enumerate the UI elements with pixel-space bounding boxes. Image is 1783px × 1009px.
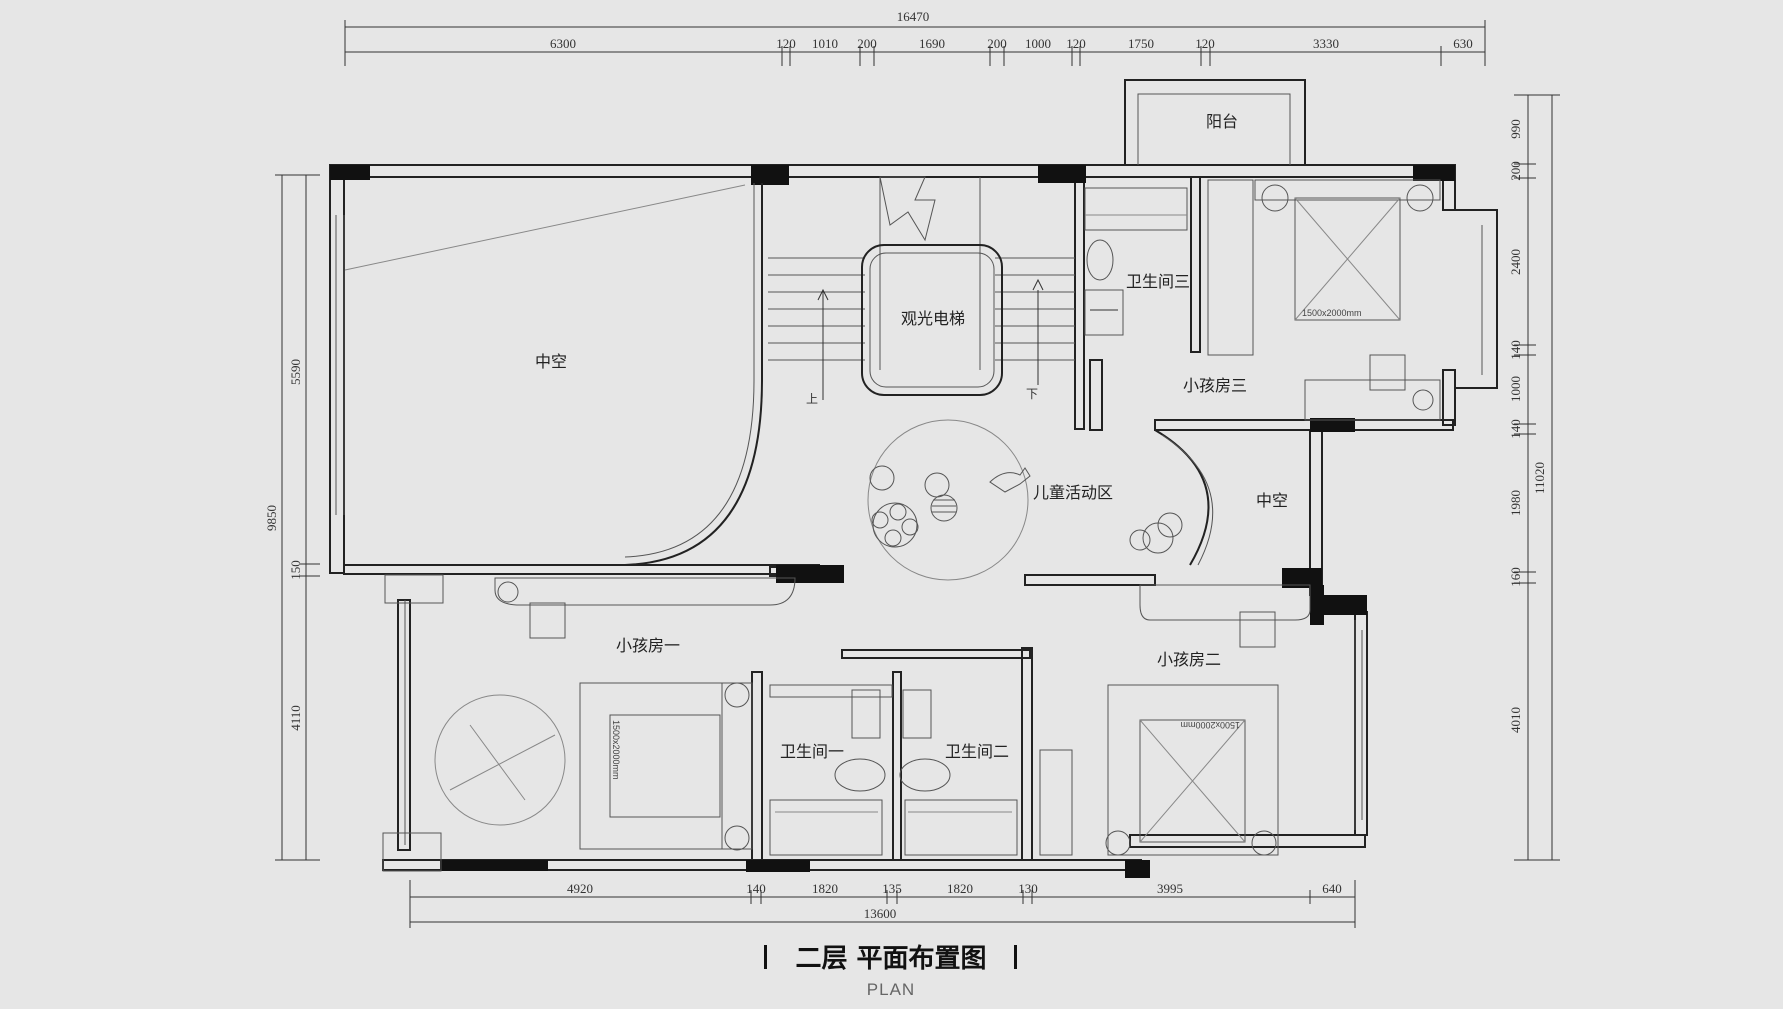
dim-bottom-6: 3995 — [1157, 881, 1183, 896]
room-labels: 中空 观光电梯 上 下 儿童活动区 阳台 卫生间三 小孩房三 中空 小孩房一 小… — [535, 112, 1288, 761]
label-stair-up: 上 — [806, 392, 818, 406]
bed1-label: 1500x2000mm — [611, 720, 621, 780]
label-kids1: 小孩房一 — [616, 636, 680, 655]
dim-top-4: 1690 — [919, 36, 945, 51]
dim-top-total: 16470 — [897, 9, 930, 24]
dim-left-total: 9850 — [264, 505, 279, 531]
dim-bottom-total: 13600 — [864, 906, 897, 921]
kids1-furniture: 1500x2000mm — [434, 577, 796, 851]
dimension-right: 11020 990 200 2400 140 1000 140 1980 160… — [1508, 94, 1560, 861]
dim-bottom-0: 4920 — [567, 881, 593, 896]
dim-right-3: 140 — [1508, 340, 1523, 360]
dimension-top: 16470 6300 120 1010 200 1690 200 1000 12… — [344, 9, 1486, 66]
dim-right-0: 990 — [1508, 119, 1523, 139]
dim-top-0: 6300 — [550, 36, 576, 51]
stairs — [768, 176, 1075, 400]
dim-right-2: 2400 — [1508, 249, 1523, 275]
dim-bottom-1: 140 — [746, 881, 766, 896]
title-text: 二层 平面布置图 — [795, 944, 986, 974]
dim-right-total: 11020 — [1532, 462, 1547, 494]
dim-top-7: 120 — [1066, 36, 1086, 51]
dim-bottom-3: 135 — [882, 881, 902, 896]
dim-right-8: 4010 — [1508, 707, 1523, 733]
dimension-bottom: 4920 140 1820 135 1820 130 3995 640 1360… — [409, 880, 1356, 928]
bed2-label: 1500x2000mm — [1180, 720, 1240, 730]
dim-bottom-4: 1820 — [947, 881, 973, 896]
bath3-fixtures — [1084, 187, 1188, 336]
dim-right-7: 160 — [1508, 567, 1523, 587]
dim-top-1: 120 — [776, 36, 796, 51]
bed3-label: 1500x2000mm — [1302, 308, 1362, 318]
dim-top-2: 1010 — [812, 36, 838, 51]
dim-top-6: 1000 — [1025, 36, 1051, 51]
dim-top-9: 120 — [1195, 36, 1215, 51]
dim-bottom-2: 1820 — [812, 881, 838, 896]
label-stair-down: 下 — [1026, 387, 1038, 401]
label-bath1: 卫生间一 — [780, 742, 844, 761]
play-furniture — [867, 419, 1183, 581]
kids2-furniture: 1500x2000mm — [1039, 584, 1356, 856]
label-kids3: 小孩房三 — [1183, 376, 1247, 395]
dim-left-0: 5590 — [288, 359, 303, 385]
dim-top-11: 630 — [1453, 36, 1473, 51]
label-bath2: 卫生间二 — [945, 742, 1009, 761]
void-area — [344, 183, 1214, 566]
label-elevator: 观光电梯 — [901, 309, 965, 328]
dim-right-4: 1000 — [1508, 376, 1523, 402]
label-kids2: 小孩房二 — [1157, 650, 1221, 669]
dim-left-1: 150 — [288, 560, 303, 580]
dim-bottom-7: 640 — [1322, 881, 1342, 896]
drawing-title: 二层 平面布置图 PLAN — [764, 944, 1017, 999]
dim-right-5: 140 — [1508, 419, 1523, 439]
subtitle-text: PLAN — [867, 980, 915, 999]
elevator — [861, 244, 1003, 396]
dim-left-2: 4110 — [288, 705, 303, 731]
bath12-fixtures — [769, 684, 1018, 856]
label-balcony: 阳台 — [1206, 112, 1238, 131]
label-void-main: 中空 — [535, 352, 567, 371]
dim-right-1: 200 — [1508, 161, 1523, 181]
label-bath3: 卫生间三 — [1126, 272, 1190, 291]
dim-bottom-5: 130 — [1018, 881, 1038, 896]
dim-right-6: 1980 — [1508, 490, 1523, 516]
dim-top-3: 200 — [857, 36, 877, 51]
kids3-furniture: 1500x2000mm — [1207, 179, 1483, 421]
dim-top-8: 1750 — [1128, 36, 1154, 51]
label-void-small: 中空 — [1256, 491, 1288, 510]
dim-top-10: 3330 — [1313, 36, 1339, 51]
label-kids-area: 儿童活动区 — [1033, 483, 1113, 502]
dimension-left: 9850 5590 150 4110 — [264, 174, 320, 861]
dim-top-5: 200 — [987, 36, 1007, 51]
